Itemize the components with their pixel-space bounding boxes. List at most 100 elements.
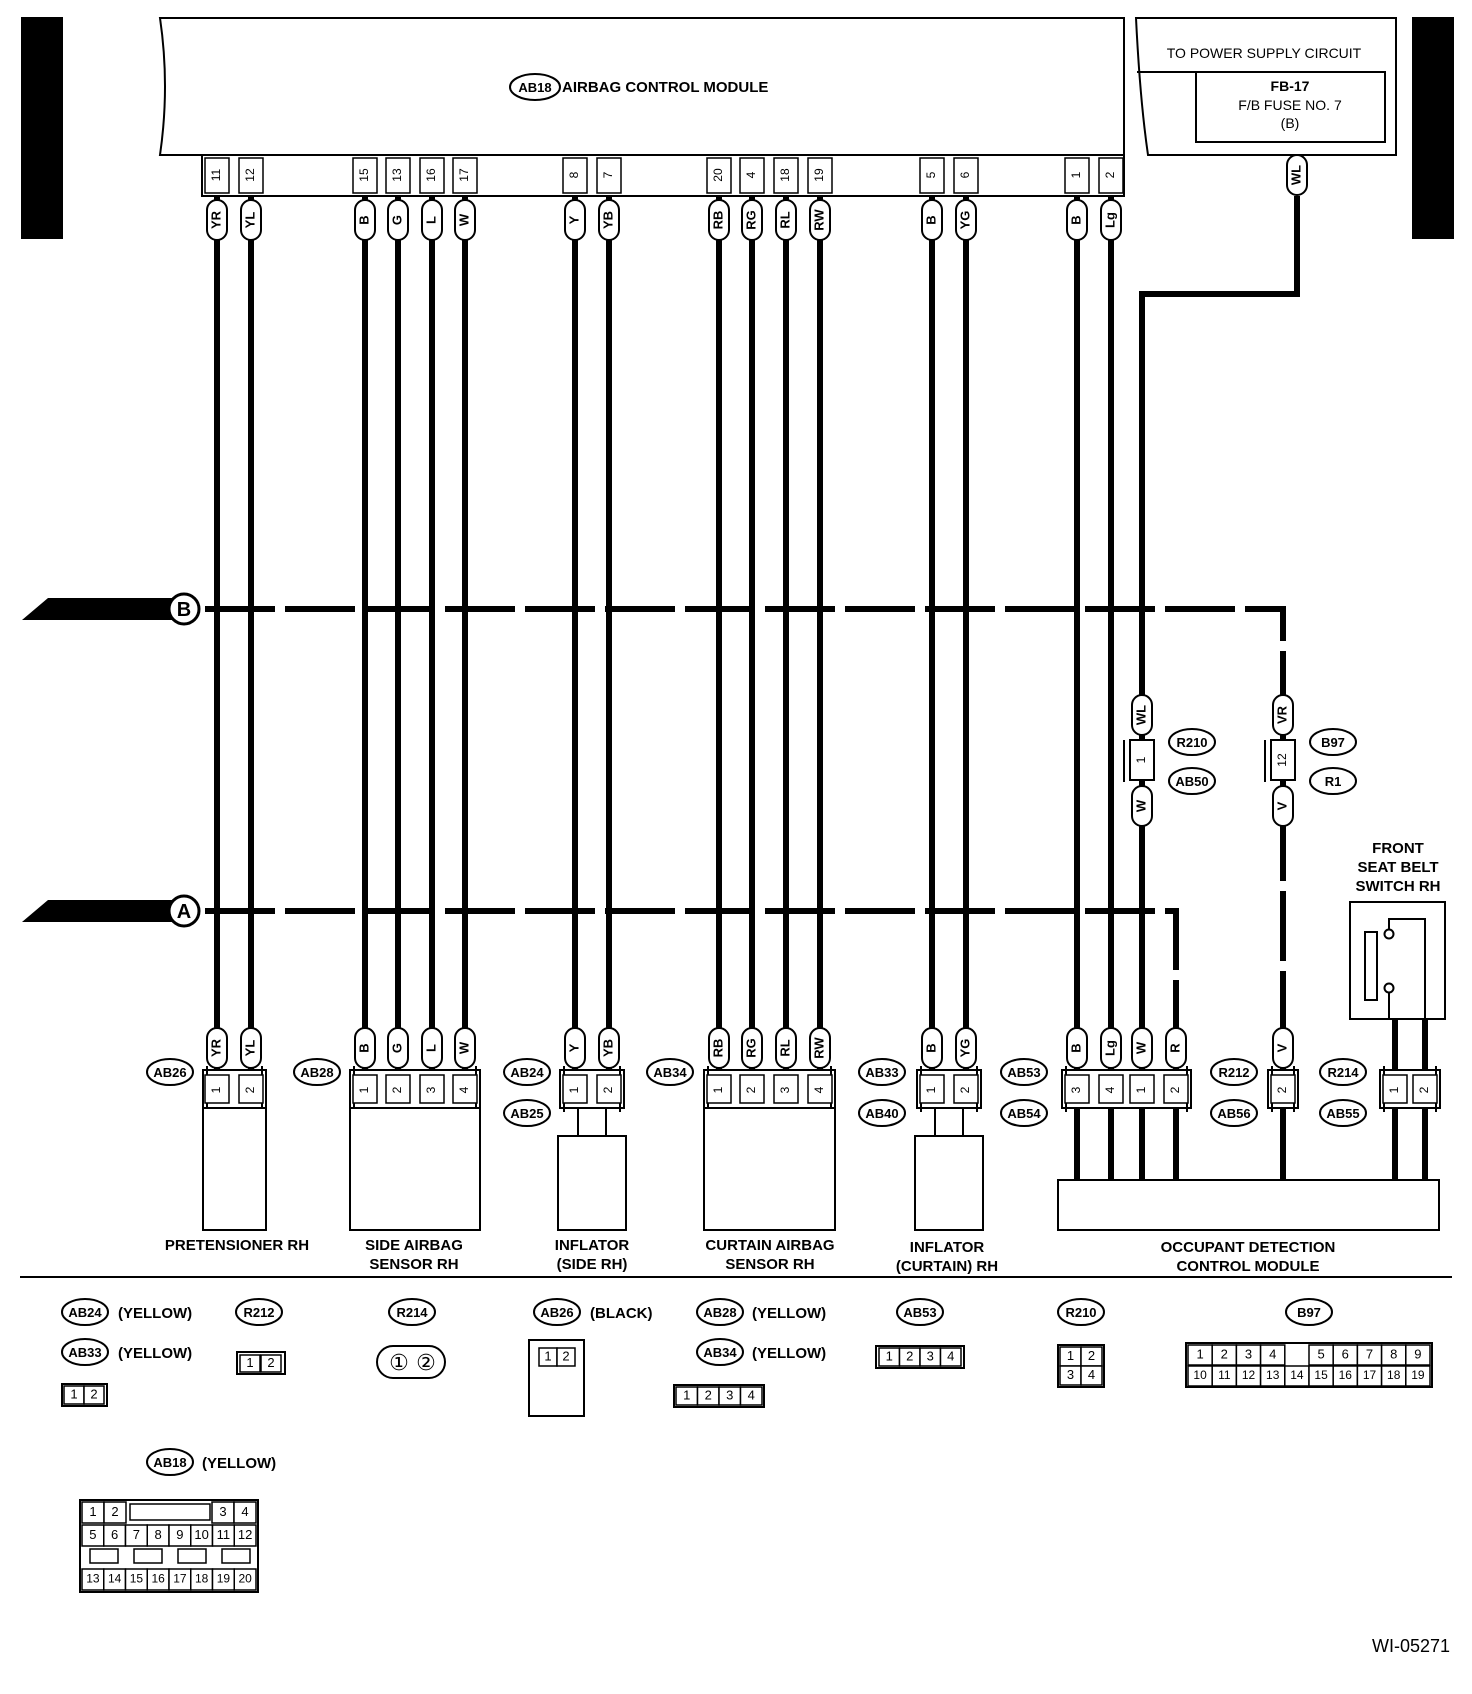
wire-color-top: B <box>356 215 371 224</box>
legend-ab18-latch <box>133 1548 163 1564</box>
legend-b97-tag-oval <box>1285 1298 1333 1326</box>
wire-color-top-frame <box>564 199 586 241</box>
pin-number: 7 <box>1366 1346 1373 1361</box>
infs-tag-oval <box>503 1099 551 1127</box>
switch-contact <box>1364 931 1378 1001</box>
inflator-side-neck <box>577 1107 607 1137</box>
legend-ab34-tag-oval <box>696 1338 744 1366</box>
pin-number: 10 <box>1193 1368 1207 1382</box>
legend-ab53-tag-oval <box>896 1298 944 1326</box>
pin-cell <box>1080 1365 1103 1386</box>
pin-number: 1 <box>89 1504 96 1519</box>
pin-number: 1 <box>924 1086 938 1093</box>
acm-pin-cell <box>1064 157 1090 194</box>
pin-cell <box>1270 1074 1296 1104</box>
legend-r212-tag: R212 <box>243 1305 274 1320</box>
wire-color-bottom: Lg <box>1102 1040 1117 1056</box>
odcm-tag-oval <box>1000 1099 1048 1127</box>
acm-pin-cell <box>596 157 622 194</box>
joint-wire-upper: WL <box>1133 705 1148 725</box>
acm-pin-number: 5 <box>924 171 938 178</box>
inflator-curtain-body <box>914 1135 984 1231</box>
wire-color-top: RG <box>743 210 758 230</box>
pin-number: 3 <box>1067 1367 1074 1382</box>
acm-pin-cell <box>419 157 445 194</box>
pin-number: 4 <box>241 1504 248 1519</box>
pin-cell <box>807 1074 833 1104</box>
pin-number: 4 <box>748 1387 755 1402</box>
legend-ab18-latch <box>89 1548 119 1564</box>
wire-color-top: B <box>1068 215 1083 224</box>
wire-color-bottom: YB <box>600 1039 615 1057</box>
joint-tag-1: R210 <box>1176 735 1207 750</box>
pin-cell <box>556 1347 576 1367</box>
pin-number: 15 <box>1314 1368 1328 1382</box>
wire-color-bottom: RW <box>811 1037 826 1059</box>
pin-cell <box>239 1354 261 1373</box>
pin-number: 3 <box>424 1086 438 1093</box>
legend-ab24-tag: AB24 <box>68 1305 102 1320</box>
legend-ab33-tag-oval <box>61 1338 109 1366</box>
pin-number: 4 <box>1269 1346 1276 1361</box>
v-conn-tag-oval <box>1210 1099 1258 1127</box>
cas-tag: AB34 <box>653 1065 687 1080</box>
acm-pin-cell <box>739 157 765 194</box>
joint-tag-1: B97 <box>1321 735 1345 750</box>
acm-pin-cell <box>204 157 230 194</box>
joint-tag-1-oval <box>1309 728 1357 756</box>
pin-cell <box>773 1074 799 1104</box>
component-label: INFLATOR <box>910 1239 985 1256</box>
wire-color-top-frame <box>206 199 228 241</box>
pin-cell <box>953 1074 979 1104</box>
fuse-loc: (B) <box>1281 115 1300 131</box>
wire-color-top: RL <box>777 211 792 228</box>
joint-wire-lower: W <box>1133 799 1148 812</box>
pin-number: 2 <box>1275 1086 1289 1093</box>
joint-box <box>1270 739 1296 781</box>
component-label: CURTAIN AIRBAG <box>705 1237 834 1254</box>
legend-ab18-key <box>129 1503 211 1521</box>
pin-number: 4 <box>1088 1367 1095 1382</box>
wire-color-top-frame <box>955 199 977 241</box>
joint-tag-2-oval <box>1309 767 1357 795</box>
component-label: CONTROL MODULE <box>1176 1258 1319 1275</box>
wire-color-top-frame <box>1066 199 1088 241</box>
pin-cell <box>419 1074 445 1104</box>
joint-tag-2: R1 <box>1325 774 1342 789</box>
acm-pin-number: 12 <box>243 168 257 182</box>
legend-r214-pin: ① <box>389 1350 409 1375</box>
bus-B <box>205 606 1286 1070</box>
pretensioner-body <box>202 1107 267 1231</box>
wire-color-bottom-frame <box>206 1027 228 1069</box>
wire-color-bottom-frame <box>387 1027 409 1069</box>
seat-switch-label: SEAT BELT <box>1357 859 1438 876</box>
pin-cell <box>919 1074 945 1104</box>
acm-pin-cell <box>953 157 979 194</box>
pin-number: 1 <box>567 1086 581 1093</box>
legend-ab26-tag-oval <box>533 1298 581 1326</box>
joint-pin: 12 <box>1275 753 1289 767</box>
wire-color-top: YR <box>208 210 223 229</box>
legend-r214-tag-oval <box>388 1298 436 1326</box>
pin-number: 2 <box>111 1504 118 1519</box>
pin-number: 3 <box>927 1348 934 1363</box>
power-wire-color-frame <box>1286 154 1308 196</box>
legend-ab53-tag: AB53 <box>903 1305 936 1320</box>
pin-cell <box>562 1074 588 1104</box>
cas-tag-oval <box>646 1058 694 1086</box>
pin-number: 2 <box>601 1086 615 1093</box>
component-label: OCCUPANT DETECTION <box>1161 1239 1336 1256</box>
offpage-letter: B <box>177 599 191 621</box>
pin-number: 20 <box>238 1572 252 1586</box>
offpage-ref: A/B-01 <box>120 601 166 618</box>
pin-number: 4 <box>1103 1086 1117 1093</box>
seat-switch-label: FRONT <box>1372 840 1424 857</box>
pin-number: 2 <box>958 1086 972 1093</box>
acm-pin-number: 7 <box>601 171 615 178</box>
pin-cell <box>233 1568 257 1591</box>
pin-number: 2 <box>390 1086 404 1093</box>
pin-number: 12 <box>1242 1368 1256 1382</box>
legend-r210-tag: R210 <box>1065 1305 1096 1320</box>
pin-cell <box>1405 1344 1431 1366</box>
curtain-sensor-body <box>703 1107 836 1231</box>
